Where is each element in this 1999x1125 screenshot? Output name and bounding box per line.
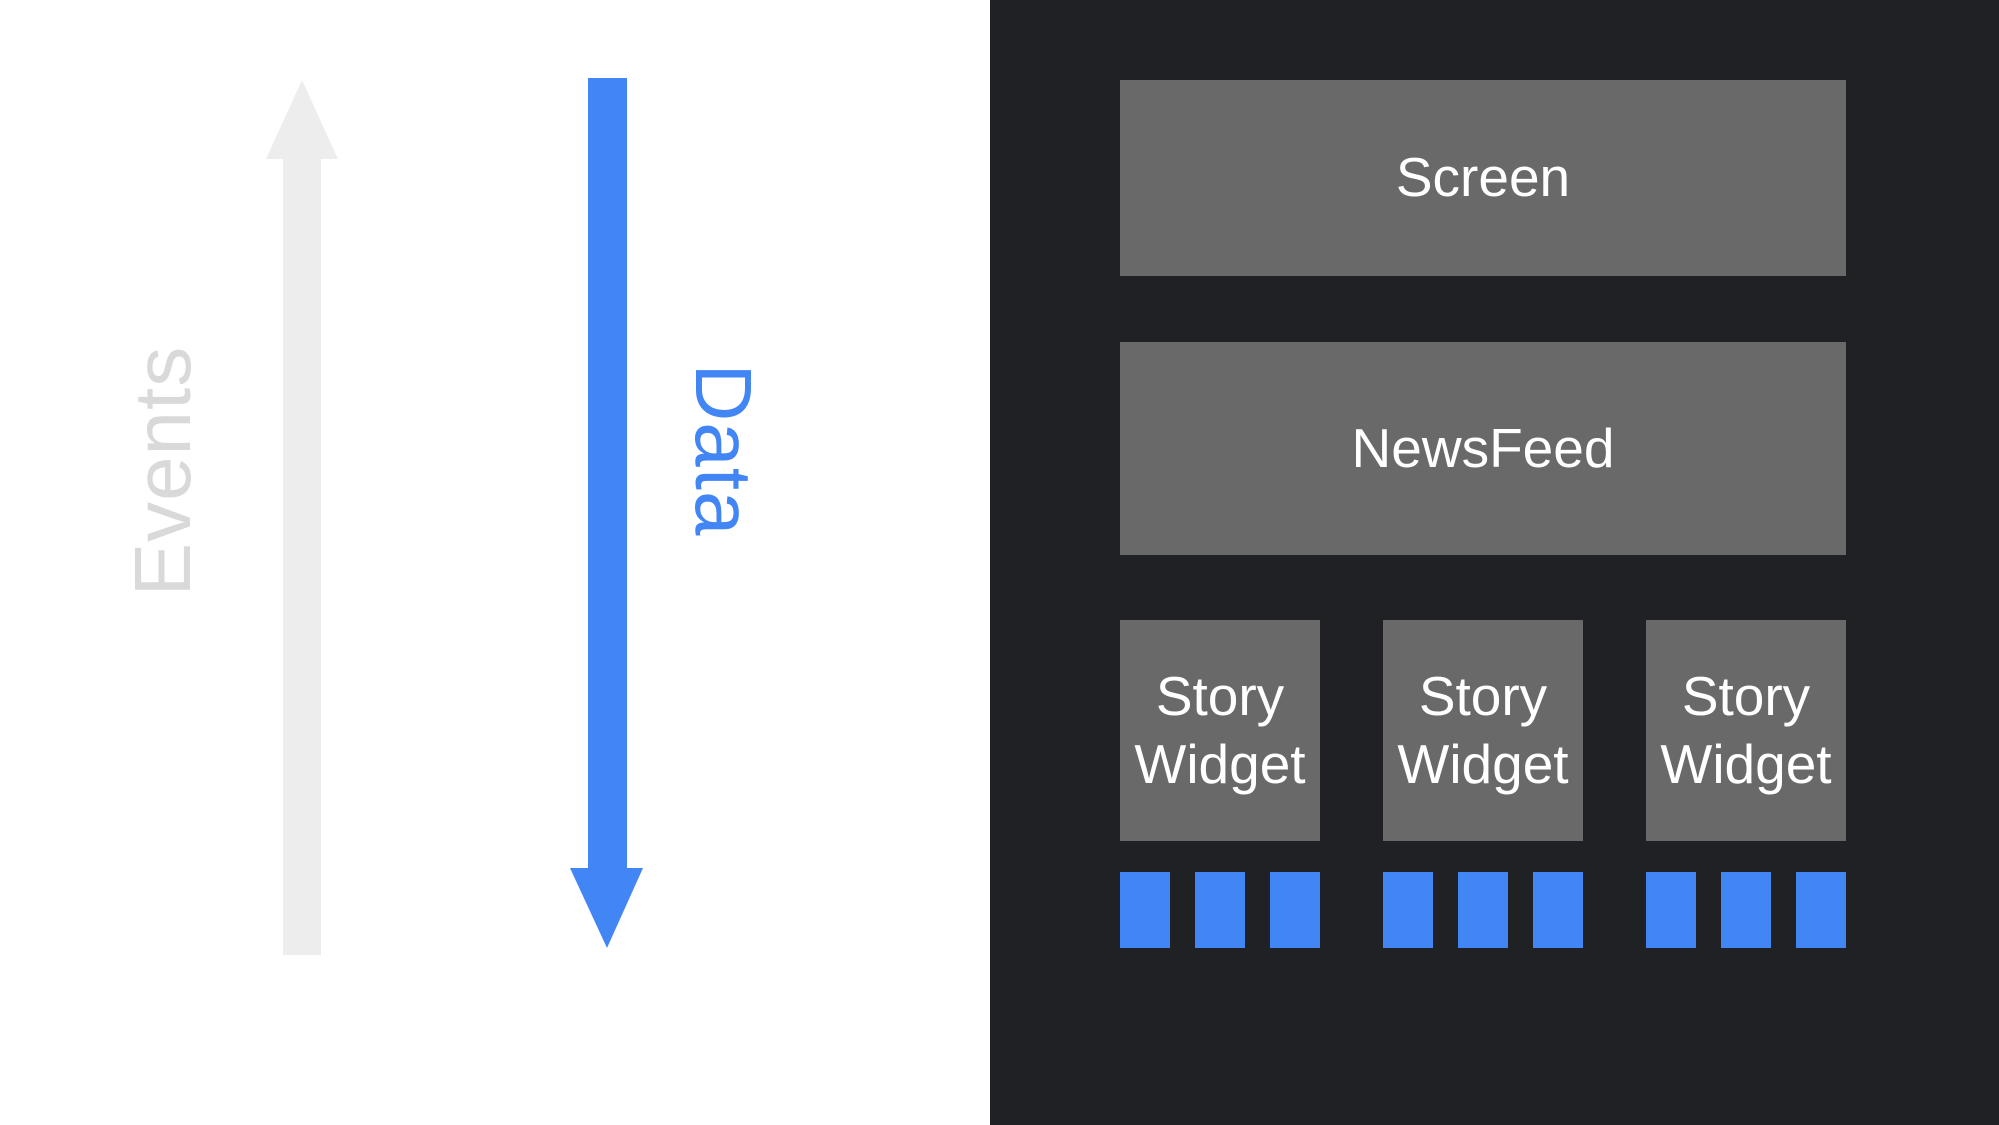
screen-box-label: Screen [1395, 146, 1571, 209]
data-block-group [1120, 872, 1320, 948]
data-block [1383, 872, 1433, 948]
data-block-group [1646, 872, 1846, 948]
story-widget-box: Story Widget [1383, 620, 1583, 841]
data-arrow-down-head-icon [570, 868, 643, 948]
story-widget-label: Story Widget [1134, 665, 1306, 795]
data-arrow-shaft [588, 78, 627, 868]
widget-tree-panel: Screen NewsFeed Story Widget Story Widge… [990, 0, 1999, 1125]
newsfeed-box-label: NewsFeed [1351, 416, 1615, 479]
story-widget-label: Story Widget [1397, 665, 1569, 795]
data-block [1120, 872, 1170, 948]
events-label: Events [118, 345, 207, 597]
data-block [1646, 872, 1696, 948]
data-block [1458, 872, 1508, 948]
events-arrow-shaft [283, 157, 321, 955]
screen-box: Screen [1120, 80, 1846, 276]
newsfeed-box: NewsFeed [1120, 342, 1846, 555]
story-widget-box: Story Widget [1120, 620, 1320, 841]
events-arrow-up-head-icon [266, 80, 338, 159]
data-block-group [1383, 872, 1583, 948]
data-block [1796, 872, 1846, 948]
data-block [1195, 872, 1245, 948]
data-block [1533, 872, 1583, 948]
story-widget-label: Story Widget [1660, 665, 1832, 795]
data-label: Data [679, 363, 768, 537]
story-widget-box: Story Widget [1646, 620, 1846, 841]
flow-panel: Events Data [0, 0, 990, 1125]
data-block [1270, 872, 1320, 948]
data-block [1721, 872, 1771, 948]
